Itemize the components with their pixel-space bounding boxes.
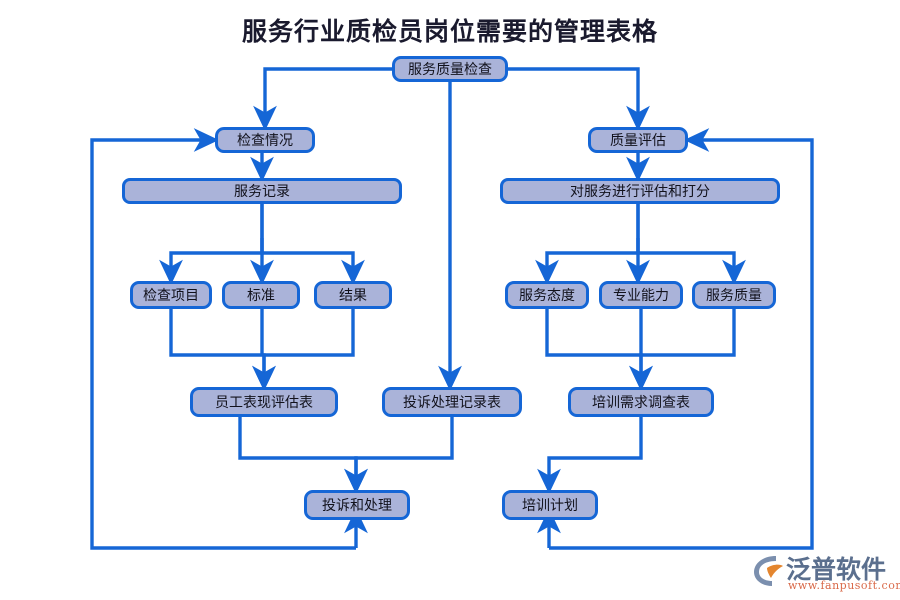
connector-root-to-evaluate [508, 67, 650, 131]
node-service-quality[interactable]: 服务质量 [692, 281, 776, 309]
node-label: 检查情况 [237, 133, 293, 149]
connector-record-to-result [260, 204, 365, 285]
node-service-record[interactable]: 服务记录 [122, 178, 402, 204]
node-label: 结果 [339, 288, 367, 304]
node-result[interactable]: 结果 [314, 281, 392, 309]
connector-quality-to-trainform [629, 309, 736, 391]
node-complaint-record-form[interactable]: 投诉处理记录表 [382, 387, 522, 417]
brand-name: 泛普软件 [786, 555, 887, 584]
node-label: 服务质量 [706, 288, 762, 304]
node-label: 投诉处理记录表 [403, 395, 501, 411]
connector-record-to-item [159, 204, 264, 285]
brand-logo: 泛普软件 www.fanpusoft.com [752, 552, 900, 596]
page-title: 服务行业质检员岗位需要的管理表格 [241, 17, 658, 46]
node-service-attitude[interactable]: 服务态度 [505, 281, 589, 309]
node-employee-performance-form[interactable]: 员工表现评估表 [190, 387, 338, 417]
connector-complaint-feedback-to-inspect [90, 128, 356, 550]
node-label: 服务态度 [519, 288, 575, 304]
node-service-scoring[interactable]: 对服务进行评估和打分 [500, 178, 780, 204]
node-label: 服务记录 [234, 184, 290, 200]
connector-root-to-inspect [253, 67, 392, 131]
node-training-survey-form[interactable]: 培训需求调查表 [568, 387, 714, 417]
node-label: 专业能力 [613, 288, 669, 304]
node-inspection-status[interactable]: 检查情况 [215, 127, 315, 153]
node-label: 质量评估 [610, 133, 666, 149]
node-label: 培训计划 [522, 498, 578, 514]
node-label: 服务质量检查 [408, 62, 492, 78]
node-label: 员工表现评估表 [215, 395, 313, 411]
connector-scoring-to-attitude [535, 204, 640, 285]
node-label: 标准 [247, 288, 275, 304]
node-inspection-item[interactable]: 检查项目 [130, 281, 212, 309]
connector-item-to-perfform [169, 309, 276, 391]
node-label: 投诉和处理 [322, 498, 392, 514]
node-root[interactable]: 服务质量检查 [392, 56, 508, 82]
node-complaint-handling[interactable]: 投诉和处理 [304, 490, 410, 520]
connector-result-to-perfform [252, 309, 355, 391]
connector-training-feedback-to-evaluate [549, 128, 814, 550]
node-label: 检查项目 [143, 288, 199, 304]
connector-complaintform-to-complaint [344, 417, 454, 494]
node-standard[interactable]: 标准 [222, 281, 300, 309]
node-training-plan[interactable]: 培训计划 [502, 490, 598, 520]
brand-url: www.fanpusoft.com [788, 579, 900, 592]
connector-scoring-to-quality [636, 204, 746, 285]
fanpu-swoosh-icon [754, 556, 783, 586]
node-label: 对服务进行评估和打分 [570, 184, 710, 200]
connector-attitude-to-trainform [545, 309, 653, 391]
node-professional-skill[interactable]: 专业能力 [599, 281, 683, 309]
connector-trainform-to-training [537, 417, 643, 494]
node-label: 培训需求调查表 [592, 395, 690, 411]
node-quality-evaluation[interactable]: 质量评估 [588, 127, 688, 153]
connector-perfform-to-complaint [238, 417, 368, 494]
